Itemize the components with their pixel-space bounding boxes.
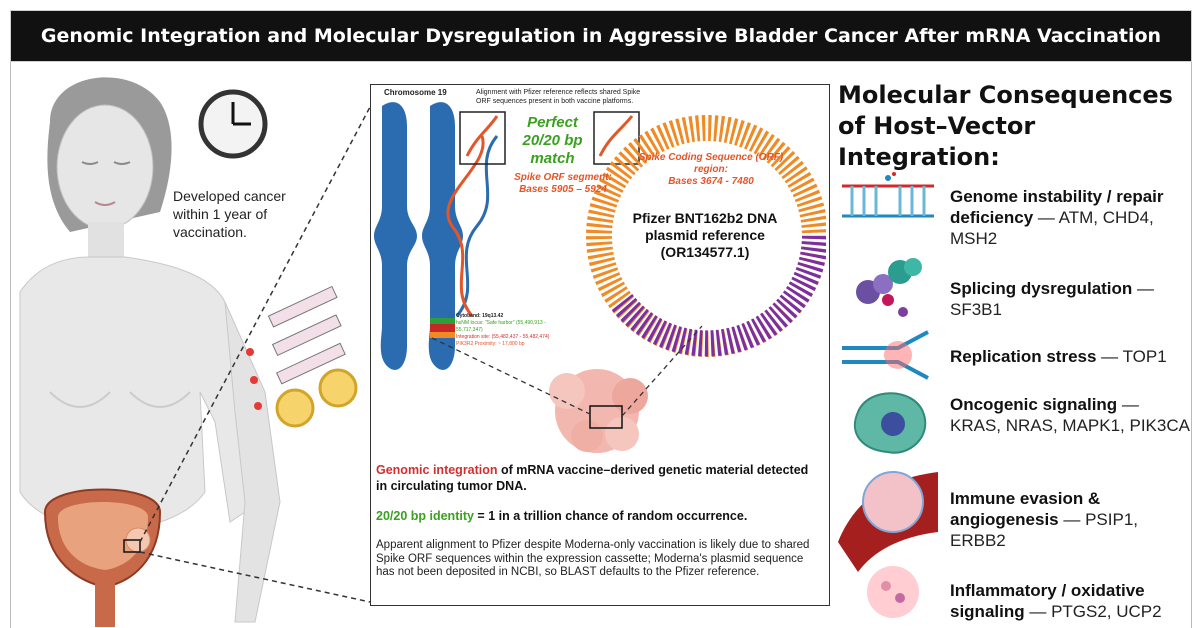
identity-highlight: 20/20 bp identity bbox=[376, 509, 474, 523]
spike-segment: Spike ORF segment: Bases 5905 – 5924 bbox=[498, 172, 628, 196]
cytoband-line3: PIK3R2 Proximity: ~ 17,800 bp bbox=[456, 341, 525, 347]
cytoband-line1: hsNM locus: "Safe harbor" (55,490,913 - … bbox=[456, 320, 546, 333]
coding-seq-bases: Bases 3674 - 7480 bbox=[668, 176, 754, 187]
consequence-genes: — PSIP1, ERBB2 bbox=[950, 510, 1139, 550]
chromosome-label: Chromosome 19 bbox=[384, 88, 447, 97]
chromosome-icon bbox=[374, 102, 463, 370]
consequence-item-genome-instability: Genome instability / repair deficiency —… bbox=[950, 186, 1190, 249]
content-frame bbox=[10, 62, 1192, 628]
cytoband-title: Cytoband: 19q13.42 bbox=[456, 313, 504, 319]
consequence-item-immune: Immune evasion & angiogenesis — PSIP1, E… bbox=[950, 488, 1190, 551]
explanation-text: Apparent alignment to Pfizer despite Mod… bbox=[376, 539, 810, 578]
coding-seq-label: Spike Coding Sequence (ORF) region: bbox=[638, 152, 784, 175]
integration-rest: of mRNA vaccine–derived genetic material… bbox=[376, 463, 809, 493]
consequence-genes: — SF3B1 bbox=[950, 279, 1155, 319]
coding-seq: Spike Coding Sequence (ORF) region: Base… bbox=[626, 152, 796, 188]
integration-statement: Genomic integration of mRNA vaccine–deri… bbox=[376, 462, 822, 494]
patient-illustration bbox=[19, 77, 371, 627]
consequence-title: Splicing dysregulation bbox=[950, 279, 1133, 298]
page-title: Genomic Integration and Molecular Dysreg… bbox=[40, 25, 1162, 47]
plasmid-name: Pfizer BNT162b2 DNA plasmid reference bbox=[632, 210, 778, 243]
tumor-cells-icon bbox=[549, 369, 648, 453]
spike-segment-bases: Bases 5905 – 5924 bbox=[519, 184, 607, 195]
consequence-genes: — PTGS2, UCP2 bbox=[1024, 602, 1162, 621]
consequence-item-inflammatory: Inflammatory / oxidative signaling — PTG… bbox=[950, 580, 1190, 622]
consequence-icons bbox=[838, 172, 938, 618]
integration-highlight: Genomic integration bbox=[376, 463, 498, 477]
dna-repair-icon bbox=[842, 172, 934, 218]
consequence-title: Inflammatory / oxidative signaling bbox=[950, 581, 1145, 621]
consequence-title: Replication stress bbox=[950, 347, 1097, 366]
cancer-note: Developed cancer within 1 year of vaccin… bbox=[173, 188, 286, 240]
clock-icon bbox=[198, 89, 268, 159]
consequence-genes: — ATM, CHD4, MSH2 bbox=[950, 208, 1154, 248]
blood-vessel-icon bbox=[838, 471, 938, 572]
title-bar: Genomic Integration and Molecular Dysreg… bbox=[10, 10, 1192, 62]
consequences-heading: Molecular Consequences of Host–Vector In… bbox=[838, 81, 1173, 171]
spliceosome-icon bbox=[856, 258, 922, 317]
consequence-item-replication: Replication stress — TOP1 bbox=[950, 346, 1190, 367]
panel-graphics bbox=[374, 102, 826, 453]
match-text: Perfect 20/20 bp match bbox=[522, 114, 583, 167]
replication-fork-icon bbox=[842, 330, 929, 380]
spike-segment-label: Spike ORF segment: bbox=[514, 172, 612, 183]
syringe-icon bbox=[267, 285, 346, 385]
plasmid-id: (OR134577.1) bbox=[660, 244, 750, 260]
alignment-note: Alignment with Pfizer reference reflects… bbox=[476, 89, 641, 105]
plasmid-label: Pfizer BNT162b2 DNA plasmid reference (O… bbox=[620, 210, 790, 261]
consequence-item-splicing: Splicing dysregulation — SF3B1 bbox=[950, 278, 1190, 320]
consequence-title: Immune evasion & angiogenesis bbox=[950, 489, 1101, 529]
cytoband-line2: Integration site: (55,482,437 - 55,482,4… bbox=[456, 334, 550, 340]
consequence-title: Genome instability / repair deficiency bbox=[950, 187, 1164, 227]
cytoband-info: Cytoband: 19q13.42 hsNM locus: "Safe har… bbox=[456, 313, 566, 348]
inflammation-icon bbox=[867, 566, 919, 618]
identity-statement: 20/20 bp identity = 1 in a trillion chan… bbox=[376, 508, 822, 524]
consequence-title: Oncogenic signaling bbox=[950, 395, 1118, 414]
identity-rest: = 1 in a trillion chance of random occur… bbox=[473, 509, 748, 523]
lipid-nanoparticle-icon bbox=[275, 368, 358, 428]
consequence-item-oncogenic: Oncogenic signaling — KRAS, NRAS, MAPK1,… bbox=[950, 394, 1190, 436]
consequence-genes: — TOP1 bbox=[1096, 347, 1167, 366]
consequence-genes: — KRAS, NRAS, MAPK1, PIK3CA bbox=[950, 395, 1190, 435]
oncogenic-cell-icon bbox=[853, 392, 927, 454]
plasmid-ring bbox=[586, 115, 826, 357]
